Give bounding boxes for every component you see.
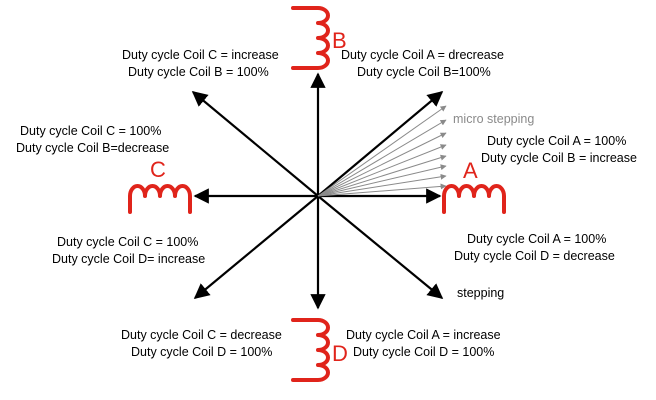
label-bottom-left-line2: Duty cycle Coil D = 100% — [131, 345, 272, 359]
micro-arrow — [317, 132, 447, 197]
arrow-up-right — [317, 91, 444, 197]
micro-arrow — [317, 105, 447, 197]
micro-arrow — [317, 173, 447, 197]
coil-b: B — [291, 6, 347, 70]
micro-arrow — [317, 154, 447, 197]
arrow-down-right — [317, 195, 444, 299]
micro-arrow — [317, 183, 447, 197]
coil-b-letter: B — [332, 28, 347, 53]
label-low-right-line1: Duty cycle Coil A = 100% — [467, 232, 606, 246]
arrow-up-left — [191, 91, 319, 197]
label-left-line1: Duty cycle Coil C = 100% — [20, 124, 161, 138]
coil-a-letter: A — [463, 158, 478, 183]
label-low-right-line2: Duty cycle Coil D = decrease — [454, 249, 615, 263]
label-bottom-left-line1: Duty cycle Coil C = decrease — [121, 328, 282, 342]
label-low-left-line1: Duty cycle Coil C = 100% — [57, 235, 198, 249]
label-top-left-line2: Duty cycle Coil B = 100% — [128, 65, 269, 79]
label-left-line2: Duty cycle Coil B=decrease — [16, 141, 169, 155]
label-right-line2: Duty cycle Coil B = increase — [481, 151, 637, 165]
micro-arrow — [317, 164, 447, 197]
coil-c: C — [128, 157, 192, 214]
coil-a: A — [442, 158, 506, 214]
label-bottom-right-line1: Duty cycle Coil A = increase — [346, 328, 501, 342]
label-bottom-right-line2: Duty cycle Coil D = 100% — [353, 345, 494, 359]
label-top-left-line1: Duty cycle Coil C = increase — [122, 48, 279, 62]
label-low-left-line2: Duty cycle Coil D= increase — [52, 252, 205, 266]
label-top-right-line2: Duty cycle Coil B=100% — [357, 65, 491, 79]
coil-c-letter: C — [150, 157, 166, 182]
arrow-down-left — [193, 195, 319, 299]
label-stepping: stepping — [457, 286, 504, 300]
label-top-right-line1: Duty cycle Coil A = drecrease — [341, 48, 504, 62]
micro-arrow — [317, 144, 447, 197]
micro-step-arrows — [317, 105, 447, 197]
label-right-line1: Duty cycle Coil A = 100% — [487, 134, 626, 148]
label-micro-stepping: micro stepping — [453, 112, 534, 126]
micro-arrow — [317, 119, 447, 197]
coil-d-letter: D — [332, 341, 348, 366]
coil-d: D — [291, 318, 348, 382]
